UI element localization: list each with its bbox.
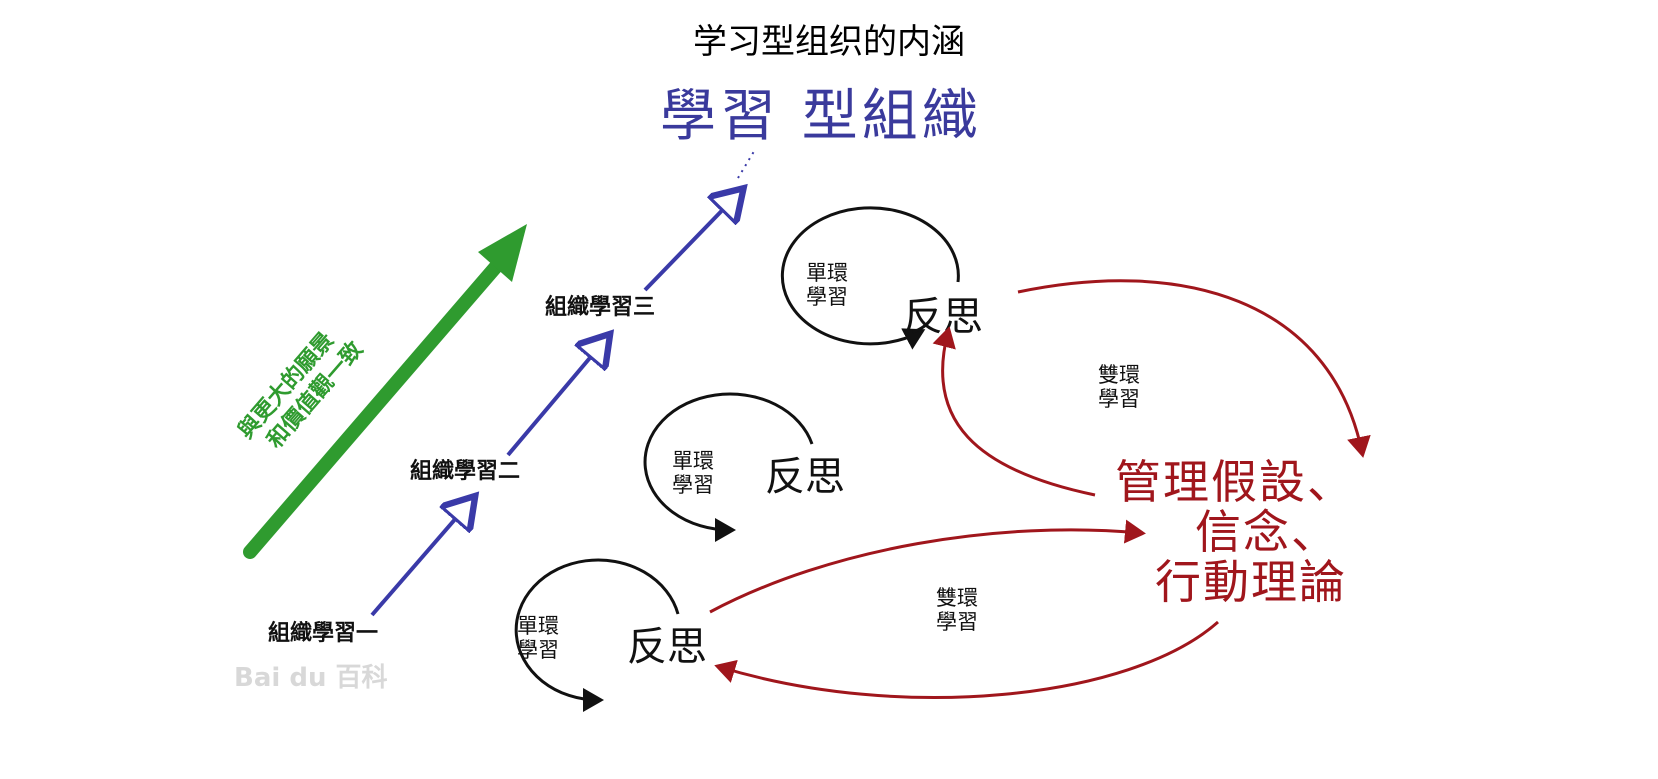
assumptions-block: 管理假設、 信念、 行動理論 (1115, 455, 1355, 609)
single-loop-3-line1: 單環 (806, 261, 848, 285)
reflect-3: 反思 (903, 294, 983, 340)
continuation-dots (737, 147, 757, 179)
diagram-heading: 學習 型組織 (660, 84, 982, 149)
level-arrow-1 (370, 502, 470, 617)
level-1-label: 組織學習一 (268, 620, 378, 646)
single-loop-2-line1: 單環 (672, 449, 714, 473)
double-loop-lower-line2: 學習 (936, 610, 978, 634)
growth-arrow (243, 224, 527, 559)
double-loop-lower-line1: 雙環 (936, 586, 978, 610)
assumptions-line1: 管理假設、 (1115, 455, 1355, 509)
assumptions-line2: 信念、 (1195, 505, 1339, 559)
level-arrow-3 (643, 194, 738, 292)
page-title: 学习型组织的内涵 (693, 22, 965, 62)
double-loop-upper-line2: 學習 (1098, 387, 1140, 411)
assumptions-line3: 行動理論 (1155, 555, 1347, 609)
double-loop-upper: 雙環 學習 (932, 279, 1371, 497)
single-loop-1-line2: 學習 (517, 638, 559, 662)
single-loop-3-line2: 學習 (806, 285, 848, 309)
level-arrow-2 (506, 340, 605, 457)
double-loop-upper-line1: 雙環 (1098, 363, 1140, 387)
watermark: Bai du 百科 (234, 663, 388, 693)
single-loop-3: 單環 學習 反思 (780, 206, 983, 350)
single-loop-2: 單環 學習 反思 (643, 392, 845, 542)
reflect-1: 反思 (627, 624, 707, 670)
single-loop-1-line1: 單環 (517, 614, 559, 638)
level-2-label: 組織學習二 (410, 458, 520, 484)
double-loop-lower: 雙環 學習 (709, 519, 1219, 699)
single-loop-1: 單環 學習 反思 (514, 558, 707, 712)
level-arrows (370, 194, 738, 617)
reflect-2: 反思 (765, 454, 845, 500)
level-3-label: 組織學習三 (545, 294, 655, 320)
single-loop-2-line2: 學習 (672, 473, 714, 497)
